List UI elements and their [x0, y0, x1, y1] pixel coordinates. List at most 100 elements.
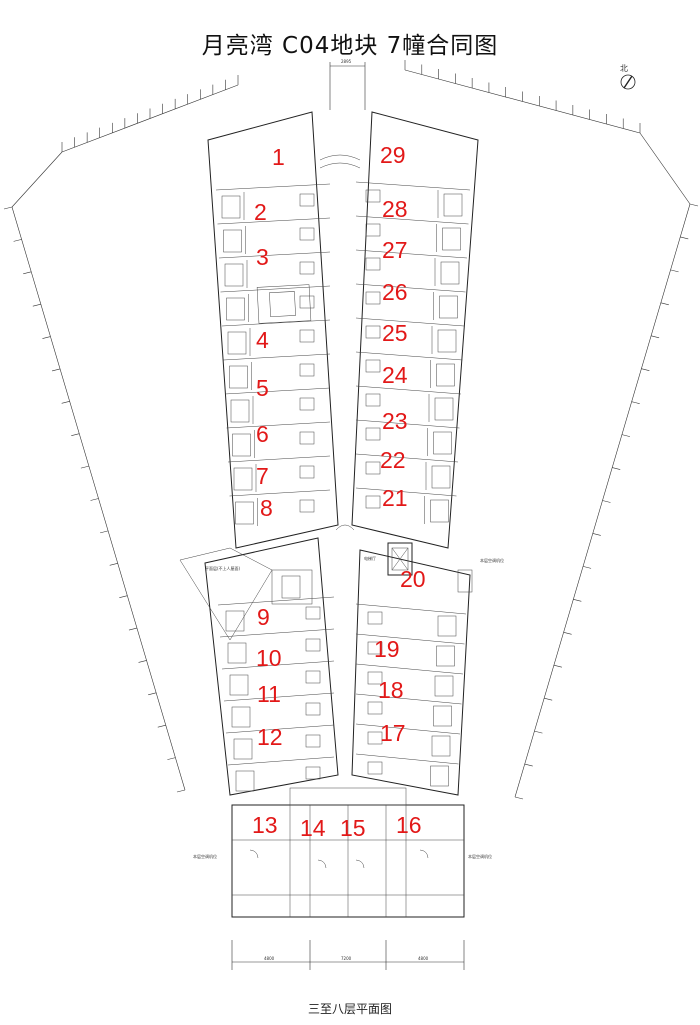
dimension-tick	[563, 631, 572, 635]
dimension-tick	[167, 757, 176, 760]
top-dimension-label: 2895	[341, 59, 352, 64]
dimension-tick	[680, 236, 689, 240]
dimension-lines-right	[404, 60, 699, 800]
bottom-dim-3: 4800	[418, 956, 429, 961]
dimension-tick	[544, 697, 553, 701]
dimension-tick	[534, 730, 543, 734]
room-strip	[355, 215, 469, 252]
unit-number: 17	[380, 720, 406, 746]
bottom-block: 本层空调机位 本层空调机位	[193, 787, 492, 918]
unit-number: 12	[257, 724, 283, 750]
room-strip	[223, 353, 331, 390]
unit-number: 7	[256, 463, 269, 489]
dimension-tick	[602, 500, 611, 503]
bottom-dim-1: 4800	[264, 956, 275, 961]
door-swing	[355, 859, 365, 869]
unit-number: 28	[382, 196, 408, 222]
dimension-tick	[13, 239, 22, 242]
dimension-tick	[138, 660, 147, 663]
dimension-tick	[553, 664, 562, 668]
unit-number: 2	[254, 199, 267, 225]
drawing-title: 月亮湾 C04地块 7幢合同图	[201, 33, 499, 59]
dimension-tick	[42, 336, 51, 339]
room-strip	[219, 628, 335, 664]
dimension-tick	[670, 269, 679, 273]
room-strip	[227, 455, 331, 492]
dimension-tick	[119, 595, 128, 598]
dimension-tick	[100, 530, 109, 534]
unit-number: 27	[382, 237, 408, 263]
dimension-tick	[524, 763, 533, 767]
room-strip	[355, 249, 468, 286]
room-strip	[355, 633, 465, 667]
dimension-tick	[3, 206, 13, 210]
unit-numbers: 1 2 3 4 5 6 7 8 9 10 11 12 13 14 15 16 1…	[252, 142, 426, 841]
dimension-tick	[157, 724, 166, 728]
bottom-right-ac-label: 本层空调机位	[468, 853, 492, 859]
room-strip	[225, 724, 335, 760]
north-label: 北	[620, 64, 628, 73]
dimension-tick	[651, 335, 660, 339]
unit-number: 20	[400, 566, 426, 592]
unit-number: 11	[257, 681, 281, 707]
room-strip	[355, 385, 462, 422]
room-strip	[223, 692, 335, 728]
room-strip	[355, 487, 457, 524]
right-wing: 电梯厅 本层空调机位	[351, 111, 504, 796]
dimension-tick	[80, 465, 89, 469]
unit-number: 4	[256, 327, 269, 353]
dimension-tick	[71, 433, 80, 437]
room-strip	[355, 283, 466, 320]
unit-number: 9	[257, 604, 270, 630]
dimension-tick	[51, 368, 61, 372]
unit-number: 19	[374, 636, 400, 662]
room-strip	[355, 753, 459, 787]
room-strip	[221, 660, 335, 696]
room-strip	[220, 285, 331, 322]
right-ac-label: 本层空调机位	[480, 557, 504, 563]
unit-number: 10	[256, 645, 282, 671]
left-wing: 平面层(不上人屋面)	[179, 111, 339, 796]
left-room-strips	[215, 183, 429, 869]
room-strip	[215, 183, 331, 220]
unit-number: 14	[300, 815, 326, 841]
unit-number: 6	[256, 421, 269, 447]
dimension-tick	[61, 401, 70, 404]
unit-number: 24	[382, 362, 408, 388]
drawing-subtitle: 三至八层平面图	[307, 1002, 392, 1016]
room-strip	[355, 663, 464, 697]
room-strip	[355, 603, 467, 637]
center-spine	[319, 154, 361, 531]
room-strip	[355, 351, 463, 388]
room-strip	[218, 251, 331, 288]
bottom-dimension: 4800 7200 4800	[231, 940, 465, 970]
north-arrow-icon: 北	[620, 64, 636, 90]
unit-number: 22	[380, 447, 406, 473]
dimension-tick	[660, 302, 669, 306]
unit-number: 21	[382, 485, 408, 511]
room-strip	[355, 419, 460, 456]
door-swing	[317, 859, 327, 869]
room-strip	[355, 723, 461, 757]
dimension-tick	[148, 692, 157, 696]
room-strip	[229, 489, 331, 526]
unit-number: 1	[272, 144, 285, 170]
dimension-tick	[176, 789, 186, 793]
door-swing	[419, 849, 429, 859]
room-strip	[355, 181, 471, 218]
dimension-tick	[128, 627, 138, 631]
dimension-tick	[582, 566, 592, 569]
unit-number: 3	[256, 244, 269, 270]
unit-number: 5	[256, 375, 269, 401]
room-strip	[217, 596, 335, 632]
unit-number: 29	[380, 142, 406, 168]
unit-number: 13	[252, 812, 278, 838]
dimension-lines-left	[3, 75, 239, 793]
dimension-tick	[109, 562, 118, 566]
unit-number: 15	[340, 815, 366, 841]
dimension-tick	[631, 401, 640, 404]
room-strip	[221, 319, 331, 356]
room-strip	[355, 453, 459, 490]
dimension-tick	[641, 368, 650, 372]
